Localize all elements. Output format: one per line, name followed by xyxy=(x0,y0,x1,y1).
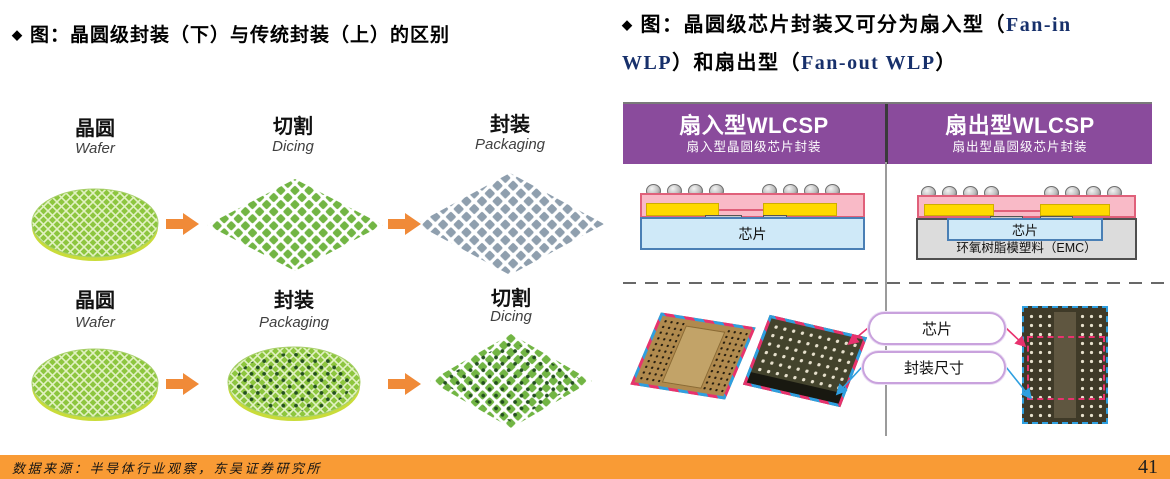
process-step-label-zh: 切割 xyxy=(273,116,313,138)
trace-line xyxy=(719,209,763,211)
chip-body: 芯片 xyxy=(640,217,865,250)
trace-line xyxy=(994,210,1040,212)
emc-label: 环氧树脂模塑料（EMC） xyxy=(956,241,1097,255)
fanout-header-title: 扇出型WLCSP xyxy=(945,113,1095,138)
fanin-cross-section: 芯片 xyxy=(640,182,866,252)
wlcsp-banner: 扇入型WLCSP 扇入型晶圆级芯片封装 扇出型WLCSP 扇出型晶圆级芯片封装 xyxy=(623,102,1152,164)
bullet-diamond-icon: ◆ xyxy=(622,17,634,32)
bumped-dicing-illustration xyxy=(426,332,596,435)
process-step-label-en: Wafer xyxy=(75,140,115,157)
process-arrow-icon xyxy=(388,372,422,401)
title-text: ） xyxy=(935,52,958,74)
process-step-label-en: Wafer xyxy=(75,314,115,331)
metal-pad xyxy=(646,203,719,216)
fanout-header: 扇出型WLCSP 扇出型晶圆级芯片封装 xyxy=(888,104,1152,164)
process-arrow-icon xyxy=(388,212,422,241)
process-step-label-en: Packaging xyxy=(258,314,330,331)
dashed-separator-line xyxy=(623,282,1166,284)
chip-photo-fanout xyxy=(1022,306,1108,424)
fanin-header: 扇入型WLCSP 扇入型晶圆级芯片封装 xyxy=(623,104,885,164)
chip-photo-fanin-top xyxy=(630,312,756,400)
page-number: 41 xyxy=(1138,455,1158,478)
title-text-en: Fan-out WLP xyxy=(801,52,936,74)
bumped-wafer-illustration xyxy=(226,342,362,429)
title-text-en: Fan-in xyxy=(1006,14,1072,36)
title-text-en: WLP xyxy=(622,52,673,74)
callout-package-size-label: 封装尺寸 xyxy=(903,360,964,377)
title-text: 图：晶圆级芯片封装又可分为扇入型（ xyxy=(640,14,1006,36)
process-step-label-en: Dicing xyxy=(490,308,532,325)
ball-array xyxy=(1078,312,1103,418)
callout-pill-package-size: 封装尺寸 xyxy=(862,351,1006,384)
process-step-label-zh: 封装 xyxy=(274,290,314,312)
process-step-label-zh: 切割 xyxy=(491,288,531,310)
ball-array xyxy=(1027,312,1052,418)
chip-label: 芯片 xyxy=(1011,223,1038,238)
fanout-header-subtitle: 扇出型晶圆级芯片封装 xyxy=(952,140,1088,154)
process-step-label-zh: 晶圆 xyxy=(75,118,115,140)
chip-outline-marker xyxy=(1027,336,1105,400)
column-divider-line xyxy=(885,162,887,436)
fanout-cross-section: 环氧树脂模塑料（EMC） 芯片 xyxy=(916,182,1138,262)
figure-title-right: ◆ 图：晶圆级芯片封装又可分为扇入型（Fan-in WLP）和扇出型（Fan-ou… xyxy=(622,6,1167,82)
bullet-diamond-icon: ◆ xyxy=(12,27,23,42)
callout-pill-chip: 芯片 xyxy=(868,312,1006,345)
dicing-illustration xyxy=(203,177,387,278)
chip-label: 芯片 xyxy=(738,225,767,242)
fanin-header-subtitle: 扇入型晶圆级芯片封装 xyxy=(686,140,822,154)
process-arrow-icon xyxy=(166,212,200,241)
metal-pad xyxy=(924,204,994,216)
footer-source: 数据来源：半导体行业观察，东吴证券研究所 xyxy=(12,460,323,476)
chip-body: 芯片 xyxy=(947,218,1103,241)
wafer-illustration xyxy=(30,184,160,269)
metal-pad xyxy=(763,203,837,216)
packaging-illustration xyxy=(412,171,608,282)
process-step-label-zh: 晶圆 xyxy=(75,290,115,312)
figure-title-left-text: 图：晶圆级封装（下）与传统封装（上）的区别 xyxy=(30,25,451,46)
chip-area xyxy=(1054,312,1076,418)
process-step-label-zh: 封装 xyxy=(490,114,530,136)
process-step-label-en: Packaging xyxy=(474,136,546,153)
process-arrow-icon xyxy=(166,372,200,401)
footer-bar: 数据来源：半导体行业观察，东吴证券研究所 41 xyxy=(0,455,1170,479)
metal-pad xyxy=(1040,204,1110,216)
callout-chip-label: 芯片 xyxy=(921,321,952,338)
process-step-label-en: Dicing xyxy=(272,138,314,155)
wafer-illustration xyxy=(30,344,160,429)
fanin-header-title: 扇入型WLCSP xyxy=(679,113,829,138)
banner-divider xyxy=(885,104,888,164)
figure-title-left: ◆ 图：晶圆级封装（下）与传统封装（上）的区别 xyxy=(12,20,482,47)
callout-arrows xyxy=(835,327,1032,400)
title-text: ）和扇出型（ xyxy=(672,52,802,74)
